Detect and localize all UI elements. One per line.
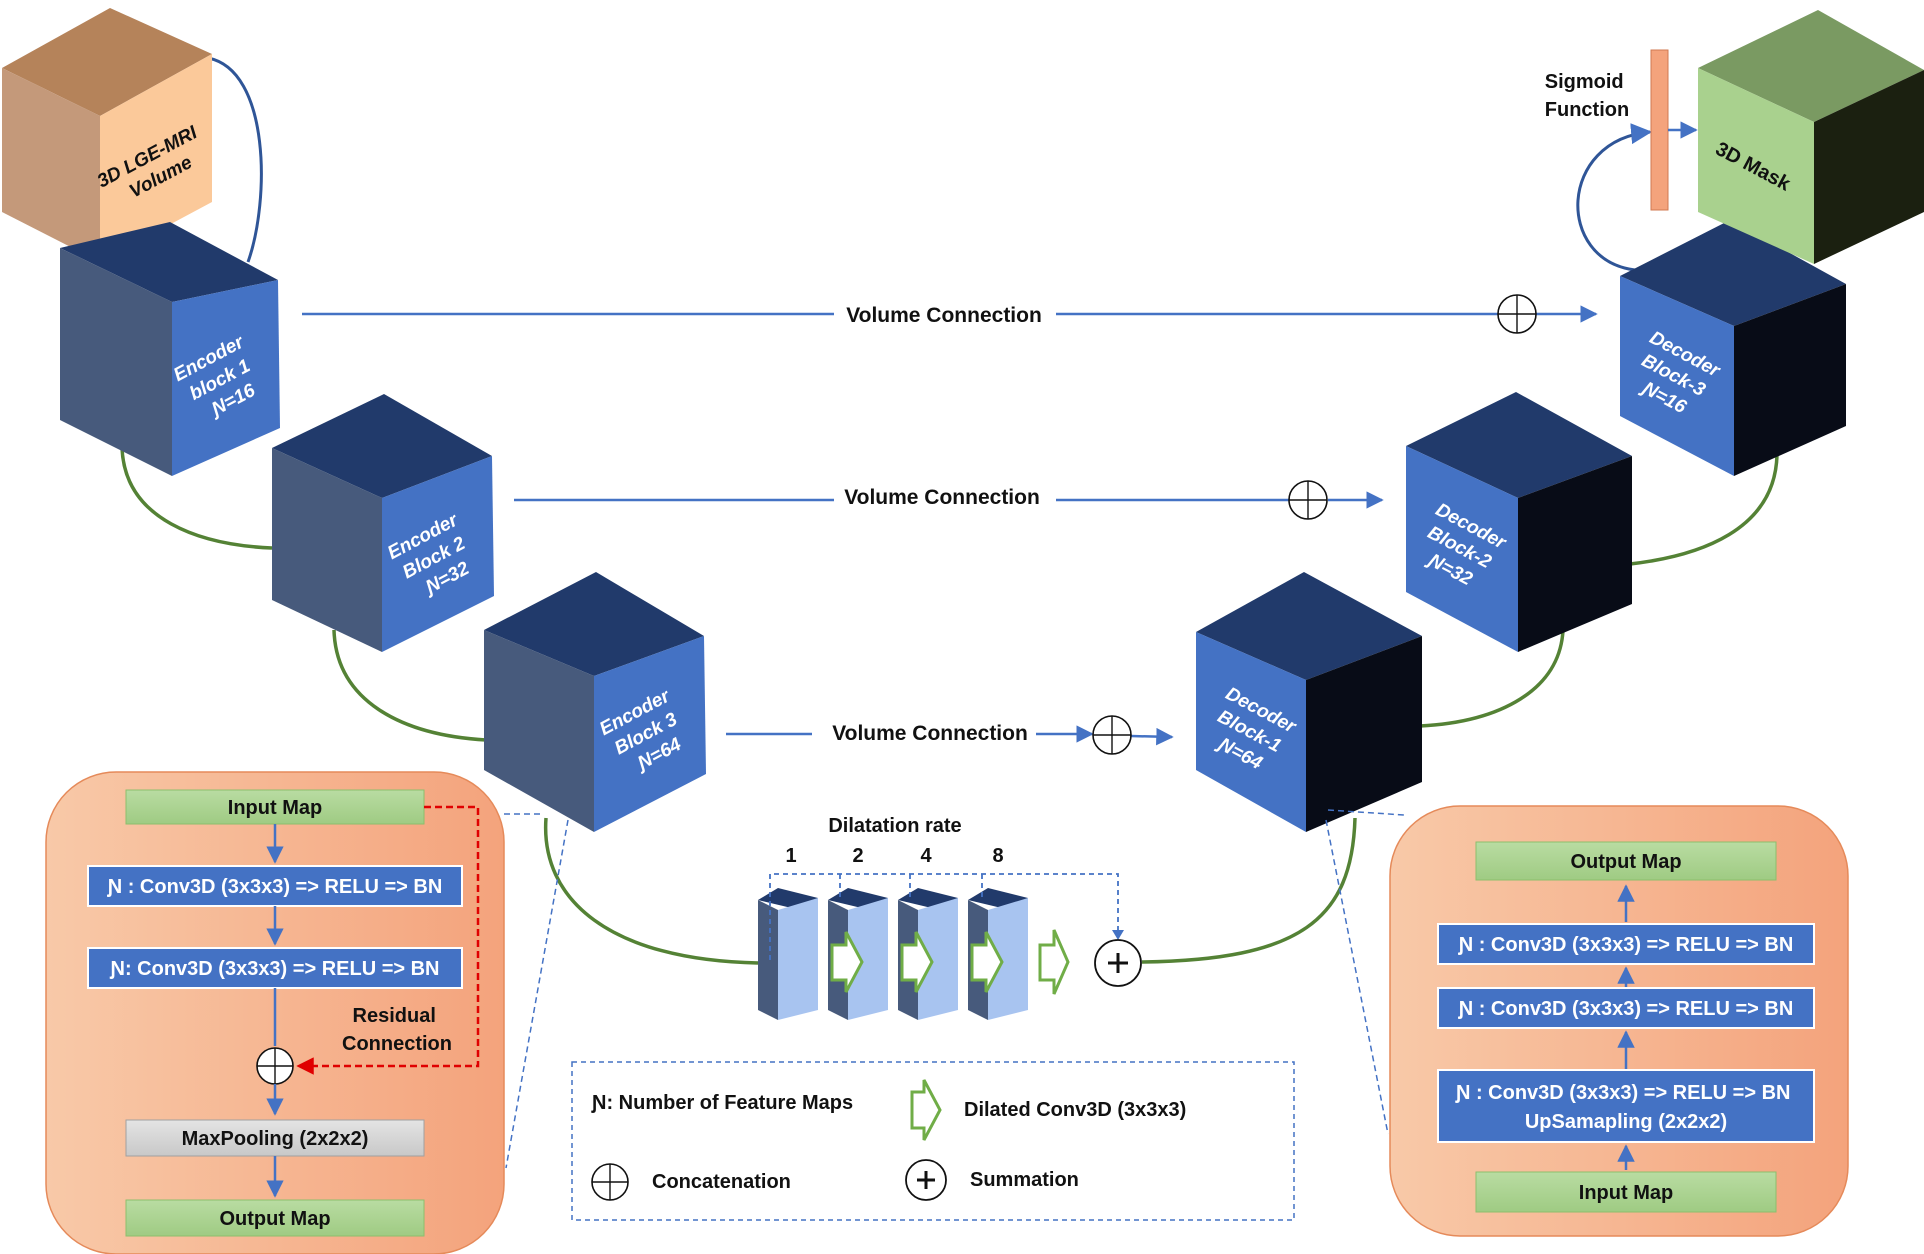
dilation-block-4 xyxy=(968,888,1028,1020)
dilation-rate-8: 8 xyxy=(992,845,1003,867)
dilated-conv-icon-4 xyxy=(1038,929,1070,995)
dec-conv1-box xyxy=(1437,923,1815,965)
enc-conv1-label: Ɲ : Conv3D (3x3x3) => RELU => BN xyxy=(107,876,443,898)
legend-concat: Concatenation xyxy=(652,1171,791,1193)
link-dec3-sigmoid xyxy=(1576,123,1653,272)
enc-output-map-box xyxy=(125,1199,425,1237)
dec-conv3-box xyxy=(1437,1069,1815,1143)
decoder-detail-panel: Output Map Ɲ : Conv3D (3x3x3) => RELU =>… xyxy=(1389,805,1849,1237)
vc-bot-label: Volume Connection xyxy=(832,722,1028,745)
link-dec1-dec2 xyxy=(1419,629,1565,728)
dilation-block-1 xyxy=(758,888,818,1020)
enc-conv2-box xyxy=(87,947,463,989)
dec-input-map-box xyxy=(1475,1171,1777,1213)
volume-connections xyxy=(302,305,1598,746)
dilated-conv-icon-3 xyxy=(970,931,1004,993)
link-dec2-dec3 xyxy=(1629,454,1779,566)
dilation-title: Dilatation rate xyxy=(828,815,961,837)
concat-icon-top xyxy=(1497,294,1537,334)
link-enc1-enc2 xyxy=(120,447,273,550)
input-volume-cube: 3D LGE-MRI Volume xyxy=(2,8,212,262)
dilation-skip-lines xyxy=(769,873,1119,960)
legend-feature-maps: Ɲ: Number of Feature Maps xyxy=(591,1092,853,1114)
green-links xyxy=(120,447,1779,965)
concat-icon-bottom xyxy=(1092,715,1132,755)
dilation-rate-1: 1 xyxy=(785,845,796,867)
link-enc3-bottleneck xyxy=(543,817,759,965)
legend-dilated-conv-icon xyxy=(910,1079,942,1141)
dilation-block-2 xyxy=(828,888,888,1020)
encoder-block-1: Encoder block 1 Ɲ=16 xyxy=(60,222,280,476)
decoder-block-1: Decoder Block-1 Ɲ=64 xyxy=(1196,572,1422,832)
summation-icon-bottleneck xyxy=(1094,939,1142,987)
legend-sum: Summation xyxy=(970,1169,1079,1191)
dilation-skip-arrowhead xyxy=(1112,930,1124,940)
legend-dilated-conv: Dilated Conv3D (3x3x3) xyxy=(964,1099,1186,1121)
enc-conv2-label: Ɲ: Conv3D (3x3x3) => RELU => BN xyxy=(110,958,440,980)
vc-mid-label: Volume Connection xyxy=(844,486,1040,509)
output-mask-cube: 3D Mask xyxy=(1698,10,1924,264)
dec-output-map-box xyxy=(1475,841,1777,881)
enc-maxpool-label: MaxPooling (2x2x2) xyxy=(182,1128,369,1150)
dec-conv2-box xyxy=(1437,987,1815,1029)
vc-top-label: Volume Connection xyxy=(846,304,1042,327)
link-enc2-enc3 xyxy=(332,629,487,742)
encoder-block-3: Encoder Block 3 Ɲ=64 xyxy=(484,572,706,832)
encoder-block-2: Encoder Block 2 Ɲ=32 xyxy=(272,394,494,652)
dilation-blocks xyxy=(758,888,1070,1020)
decoder-block-2: Decoder Block-2 Ɲ=32 xyxy=(1406,392,1632,652)
sigmoid-label: Sigmoid Function xyxy=(1545,71,1629,121)
enc-maxpool-box xyxy=(125,1119,425,1157)
concat-icon-mid xyxy=(1288,480,1328,520)
link-bottleneck-dec1 xyxy=(1141,817,1357,964)
dilation-rate-2: 2 xyxy=(852,845,863,867)
dilated-conv-icon-2 xyxy=(900,931,934,993)
enc-residual-connection xyxy=(296,805,480,1075)
zoom-lines xyxy=(504,809,1405,1169)
sigmoid-bar xyxy=(1650,49,1669,211)
legend-sum-icon xyxy=(905,1159,947,1201)
decoder-block-3: Decoder Block-3 Ɲ=16 xyxy=(1620,220,1846,476)
link-input-enc1 xyxy=(207,56,263,263)
dilation-block-3 xyxy=(898,888,958,1020)
dec-conv2-label: Ɲ : Conv3D (3x3x3) => RELU => BN xyxy=(1458,998,1794,1020)
dilation-rate-4: 4 xyxy=(920,845,932,867)
vc-bot-line-c xyxy=(1130,727,1174,746)
enc-residual-label: Residual Connection xyxy=(342,1005,452,1055)
enc-output-map-label: Output Map xyxy=(219,1208,330,1230)
enc-concat-icon xyxy=(256,1047,294,1085)
dilated-conv-icon-1 xyxy=(830,931,864,993)
dec-conv3-label: Ɲ : Conv3D (3x3x3) => RELU => BN UpSamap… xyxy=(1455,1082,1796,1133)
legend: Ɲ: Number of Feature Maps Dilated Conv3D… xyxy=(571,1061,1295,1221)
enc-conv1-box xyxy=(87,865,463,907)
legend-concat-icon xyxy=(591,1163,629,1201)
enc-input-map-box xyxy=(125,789,425,825)
encoder-detail-panel: Input Map Ɲ : Conv3D (3x3x3) => RELU => … xyxy=(45,771,505,1254)
enc-input-map-label: Input Map xyxy=(228,797,322,819)
dec-conv1-label: Ɲ : Conv3D (3x3x3) => RELU => BN xyxy=(1458,934,1794,956)
dec-output-map-label: Output Map xyxy=(1570,851,1681,873)
dec-input-map-label: Input Map xyxy=(1579,1182,1673,1204)
